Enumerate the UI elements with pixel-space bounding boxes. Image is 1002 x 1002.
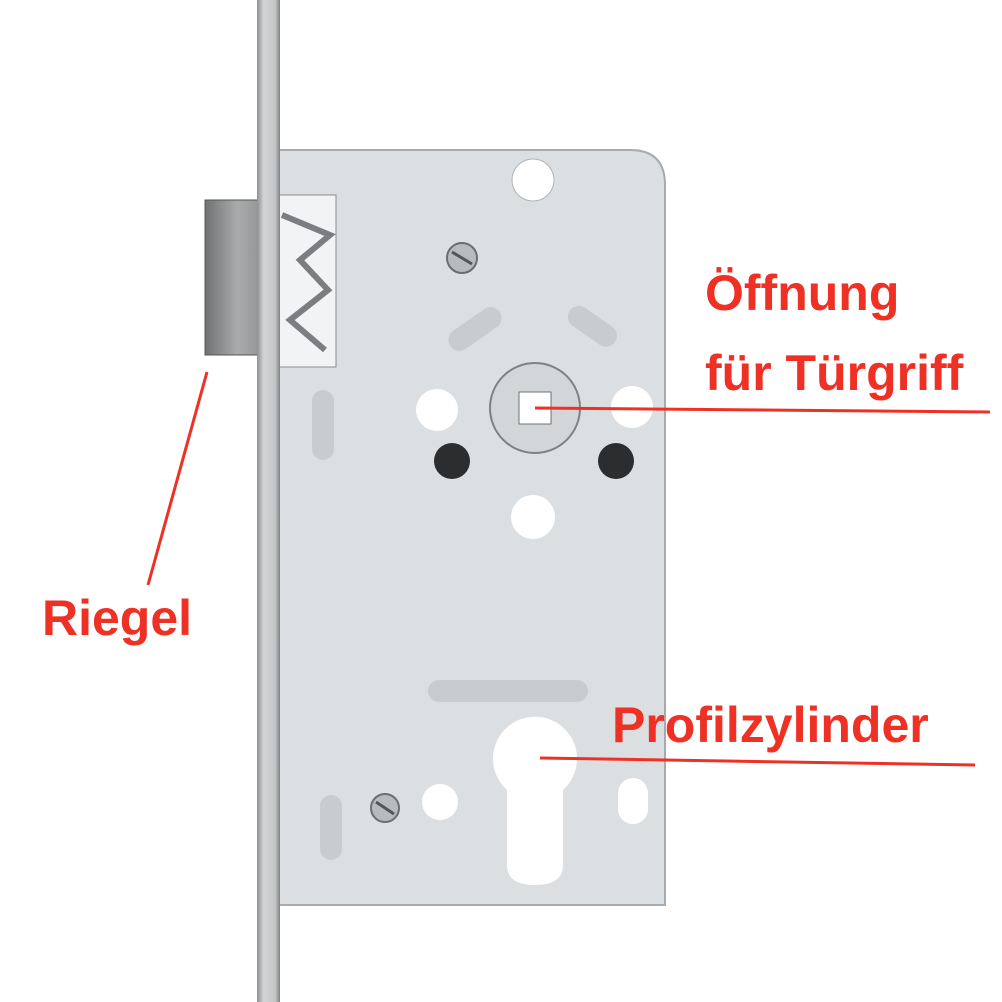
slot [428,680,588,702]
slot [312,390,334,460]
through-hole [611,386,653,428]
dark-hole [434,443,470,479]
through-hole [422,784,458,820]
mechanism-window [277,194,337,368]
leader-line-cylinder [539,756,976,767]
screw-icon [370,793,400,823]
faceplate [257,0,280,1002]
through-hole [416,389,458,431]
mounting-hole [511,158,555,202]
slot [320,795,342,860]
leader-line-bolt [146,371,209,586]
dark-hole [598,443,634,479]
label-bolt: Riegel [42,590,192,646]
label-cylinder: Profilzylinder [612,697,929,753]
label-opening-line2: für Türgriff [705,345,964,401]
label-opening-line1: Öffnung [705,265,899,321]
leader-line-opening [534,406,991,414]
slot [448,307,502,351]
screw-icon [446,242,478,274]
lock-body [271,149,666,906]
through-hole [511,495,555,539]
mechanism-spring [280,212,336,353]
slot [567,305,617,347]
through-hole [618,778,648,824]
